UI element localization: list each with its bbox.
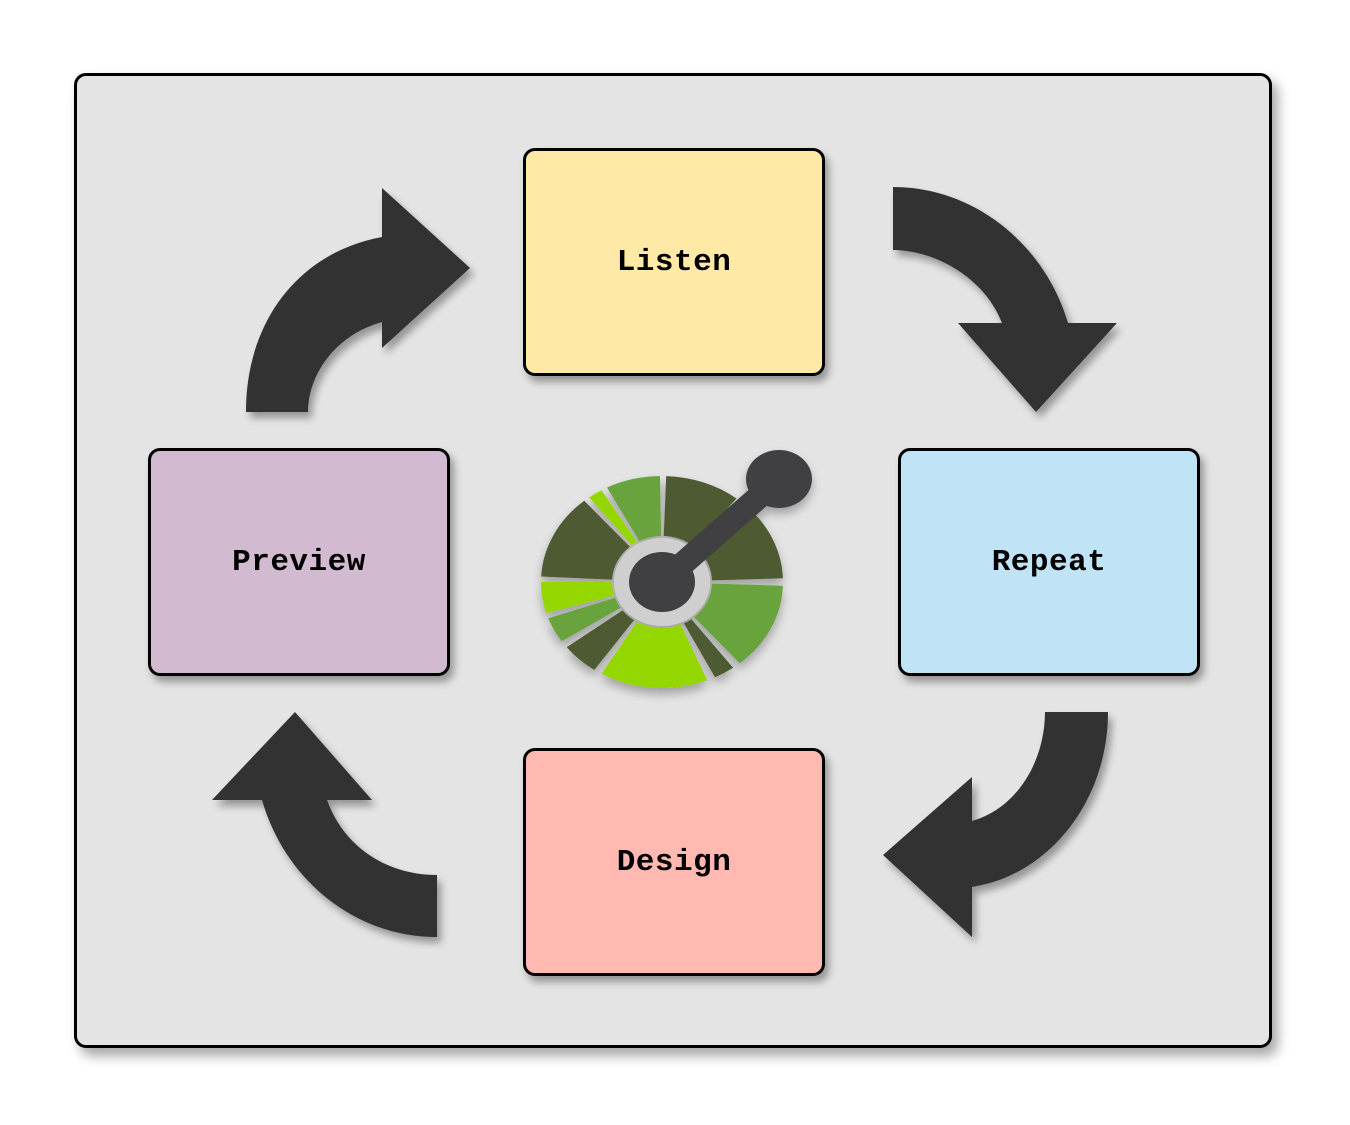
arrow-design-to-preview-icon	[212, 712, 437, 937]
logo-knob	[746, 450, 812, 508]
arrow-preview-to-listen-icon	[246, 188, 470, 412]
step-box-repeat: Repeat	[898, 448, 1200, 676]
logo-segment	[601, 621, 708, 689]
logo-segment	[541, 500, 630, 580]
arrow-listen-to-repeat-icon	[893, 187, 1117, 412]
step-box-design: Design	[523, 748, 825, 976]
step-label-repeat: Repeat	[991, 544, 1107, 580]
logo-segment	[589, 490, 637, 546]
openapi-logo-icon	[541, 450, 812, 689]
logo-segment	[663, 476, 737, 546]
logo-hub	[629, 552, 695, 612]
logo-hub-ring	[614, 538, 710, 626]
logo-handle	[654, 470, 786, 592]
logo-segment	[548, 597, 621, 642]
logo-segment	[683, 619, 734, 678]
step-box-listen: Listen	[523, 148, 825, 376]
step-label-preview: Preview	[232, 544, 366, 580]
logo-segment	[566, 610, 635, 670]
arrow-repeat-to-design-icon	[883, 712, 1108, 937]
step-box-preview: Preview	[148, 448, 450, 676]
step-label-design: Design	[616, 844, 732, 880]
logo-segment	[541, 582, 615, 613]
logo-segment	[694, 583, 783, 664]
logo-segment	[697, 508, 783, 581]
step-label-listen: Listen	[616, 244, 732, 280]
logo-segment	[607, 476, 662, 542]
